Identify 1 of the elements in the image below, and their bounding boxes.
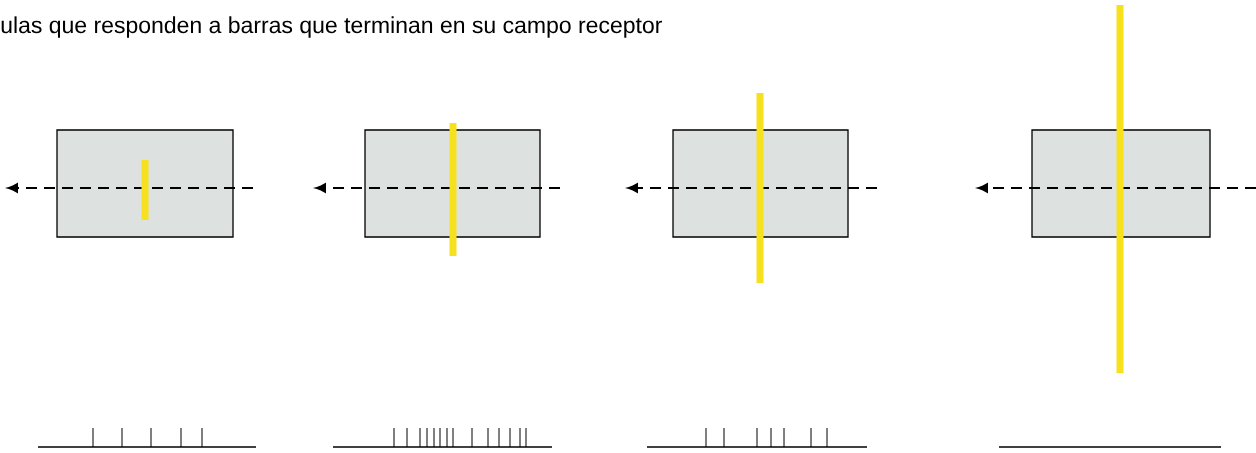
title: ulas que responden a barras que terminan en su campo receptor [1,16,662,38]
